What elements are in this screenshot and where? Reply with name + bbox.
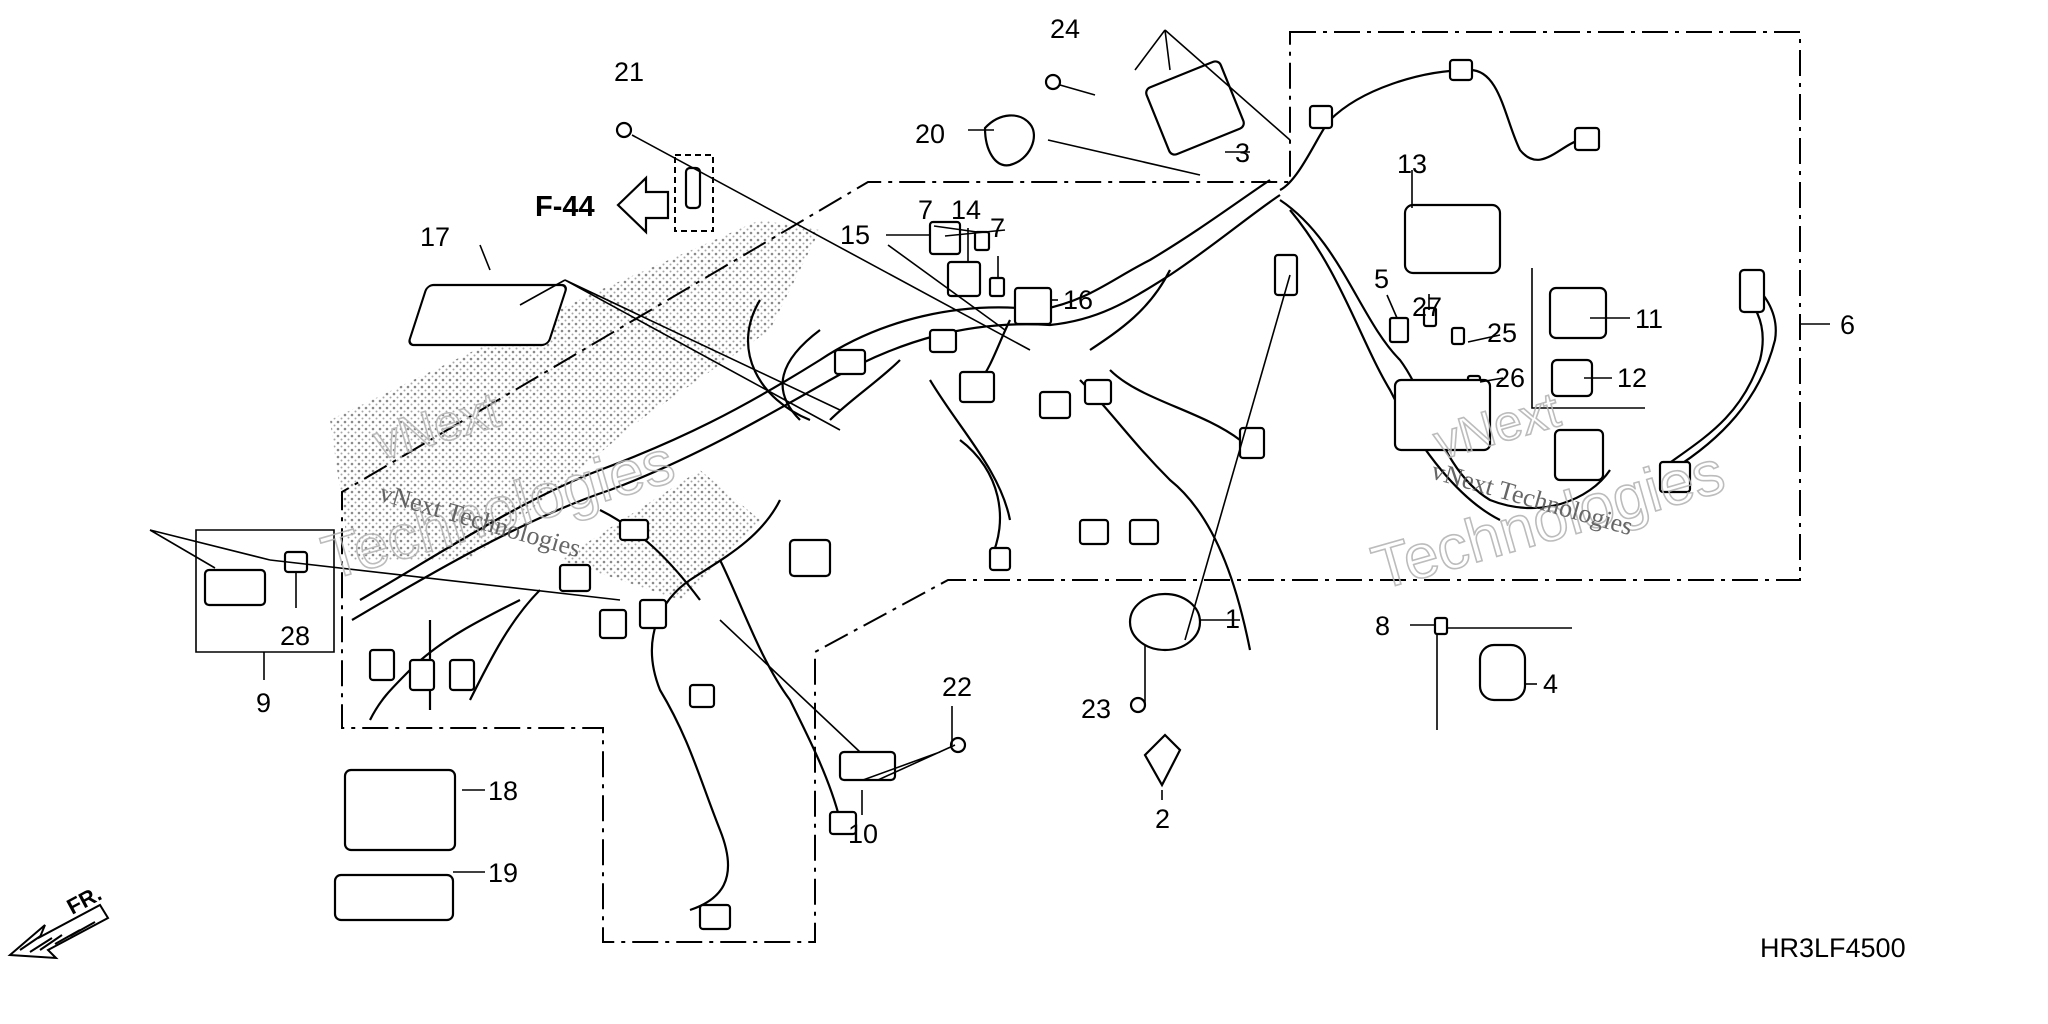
part-3-unit [1145, 60, 1245, 156]
callout-26: 26 [1495, 363, 1525, 393]
watermark-line2-right: Technologies [1365, 437, 1732, 603]
part-21-bolt [615, 121, 633, 139]
part-23-bolt [1129, 696, 1147, 714]
item-21-bracket [674, 154, 714, 232]
callout-21: 21 [614, 57, 644, 87]
part-19-cover [333, 873, 455, 922]
part-7b-fuse [988, 276, 1006, 298]
part-22-bolt [949, 736, 967, 754]
callout-16: 16 [1063, 285, 1093, 315]
part-ground-terminal [684, 166, 702, 210]
callout-11: 11 [1635, 304, 1663, 334]
callout-8: 8 [1375, 611, 1390, 641]
callout-13: 13 [1397, 149, 1427, 179]
callout-24: 24 [1050, 14, 1080, 44]
callout-18: 18 [488, 776, 518, 806]
reference-label: F-44 [535, 191, 595, 223]
part-7a-fuse [973, 230, 991, 252]
callout-27: 27 [1412, 292, 1442, 322]
group-boundaries [195, 31, 1830, 943]
callout-25: 25 [1487, 318, 1517, 348]
part-2-cap [1143, 733, 1182, 788]
front-label: FR. [63, 881, 106, 920]
callout-20: 20 [915, 119, 945, 149]
callout-3: 3 [1235, 138, 1250, 168]
callout-2: 2 [1155, 804, 1170, 834]
callout-19: 19 [488, 858, 518, 888]
harness-connectors [368, 58, 1766, 931]
callout-22: 22 [942, 672, 972, 702]
part-4-unit [1478, 643, 1527, 702]
callout-23: 23 [1081, 694, 1111, 724]
item-4-bracket [1436, 627, 1572, 730]
part-27-fuse [1422, 306, 1438, 328]
part-17-cover [408, 283, 567, 347]
part-15-relay [928, 220, 962, 256]
relay-bracket [1531, 268, 1645, 409]
callout-4: 4 [1543, 669, 1558, 699]
parts [203, 60, 1608, 922]
callout-14: 14 [951, 195, 981, 225]
callout-labels: 1 2 3 4 5 6 7 7 8 9 10 11 12 13 14 15 16… [256, 14, 1855, 888]
part-11-relay [1548, 286, 1608, 340]
callout-7a: 7 [918, 195, 933, 225]
callout-1: 1 [1225, 604, 1240, 634]
part-14-relay [946, 260, 982, 298]
callout-6: 6 [1840, 310, 1855, 340]
callout-10: 10 [848, 819, 878, 849]
reference-f44: F-44 [535, 175, 670, 235]
item-9-bracket [195, 529, 335, 653]
callout-28: 28 [280, 621, 310, 651]
part-16-relay [1013, 286, 1053, 326]
part-8-clip [1433, 616, 1449, 636]
part-25-fuse [1450, 326, 1466, 346]
callout-15: 15 [840, 220, 870, 250]
part-20-band [983, 114, 1036, 167]
callout-17: 17 [420, 222, 450, 252]
callout-9: 9 [256, 688, 271, 718]
leader-lines [149, 29, 1630, 873]
part-24-bolt [1044, 73, 1062, 91]
callout-12: 12 [1617, 363, 1647, 393]
front-arrow-icon [7, 903, 110, 960]
part-26-fuse-box [1393, 378, 1492, 452]
part-1-coil [1128, 592, 1202, 652]
part-9-connector [203, 568, 267, 607]
part-13-fuse-box [1403, 203, 1502, 275]
part-18-unit [343, 768, 457, 852]
drawing-code: HR3LF4500 [1760, 933, 1906, 963]
callout-5: 5 [1374, 264, 1389, 294]
part-5-fuse [1388, 316, 1410, 344]
harness-group-boundary [341, 31, 1801, 943]
reference-arrow-icon [616, 175, 670, 235]
front-marker: FR. [7, 881, 110, 960]
callout-7b: 7 [990, 213, 1005, 243]
